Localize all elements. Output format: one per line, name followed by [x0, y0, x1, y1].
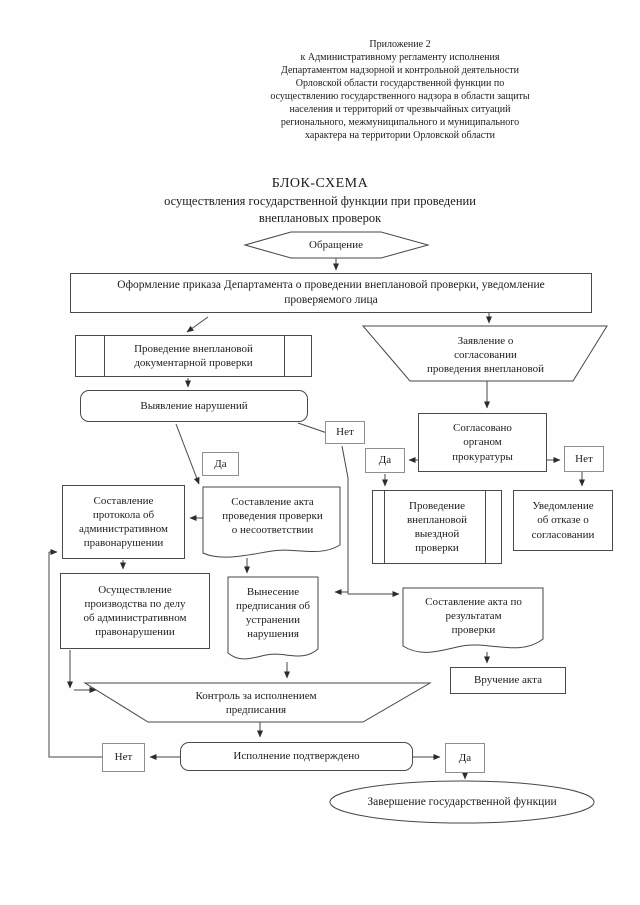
- node-vyyavlenie-narusheniy: Выявление нарушений: [80, 390, 308, 422]
- predefined-bar-right: [284, 336, 285, 376]
- node-obrashchenie: Обращение: [309, 238, 363, 251]
- node-kontrol: Контроль за исполнением предписания: [195, 689, 317, 716]
- label-da-3: Да: [445, 743, 485, 773]
- obrashchenie-hexagon-shape: [243, 231, 430, 259]
- label-da-1: Да: [202, 452, 239, 476]
- node-vyezdnaya-proverka: Проведение внеплановой выездной проверки: [372, 490, 502, 564]
- node-protokol: Составление протокола об административно…: [62, 485, 185, 559]
- label-net-1: Нет: [325, 421, 365, 444]
- node-vyezdnaya-label: Проведение внеплановой выездной проверки: [406, 499, 468, 555]
- predefined-bar-left: [384, 491, 385, 563]
- node-predpisanie: Вынесение предписания об устранении нару…: [235, 585, 311, 641]
- node-akt-nesootvetstvie: Составление акта проведения проверки о н…: [222, 495, 323, 537]
- node-dokumentarnaya-proverka: Проведение внеплановой документарной про…: [75, 335, 312, 377]
- node-dokumentarnaya-label: Проведение внеплановой документарной про…: [134, 342, 253, 369]
- node-zavershenie: Завершение государственной функции: [367, 795, 557, 808]
- node-ispolnenie-podtverzhdeno: Исполнение подтверждено: [180, 742, 413, 771]
- akt-nesootvetstvie-document-shape: [202, 486, 341, 558]
- akt-rezultat-document-shape: [402, 587, 544, 653]
- predefined-bar-left: [104, 336, 105, 376]
- node-uvedomlenie-otkaz: Уведомление об отказе о согласовании: [513, 490, 613, 551]
- kontrol-trapezoid-shape: [83, 682, 432, 723]
- predpisanie-document-shape: [227, 576, 319, 660]
- page-title: БЛОК-СХЕМА: [271, 176, 369, 191]
- appendix-header: Приложение 2 к Административному регламе…: [270, 39, 530, 141]
- page-subtitle: осуществления государственной функции пр…: [164, 194, 476, 225]
- zayavlenie-trapezoid-shape: [361, 325, 608, 382]
- node-vruchenie-akta: Вручение акта: [450, 667, 566, 694]
- label-net-2: Нет: [564, 446, 604, 472]
- label-da-2: Да: [365, 448, 405, 473]
- predefined-bar-right: [485, 491, 486, 563]
- node-akt-rezultat: Составление акта по результатам проверки: [425, 595, 522, 637]
- zavershenie-ellipse-shape: [329, 780, 595, 824]
- label-net-3: Нет: [102, 743, 145, 772]
- node-zayavlenie: Заявление о согласовании проведения внеп…: [427, 334, 544, 376]
- node-prikaz: Оформление приказа Департамента о провед…: [70, 273, 592, 313]
- node-proizvodstvo: Осуществление производства по делу об ад…: [60, 573, 210, 649]
- node-soglasovano-prokuratura: Согласовано органом прокуратуры: [418, 413, 547, 472]
